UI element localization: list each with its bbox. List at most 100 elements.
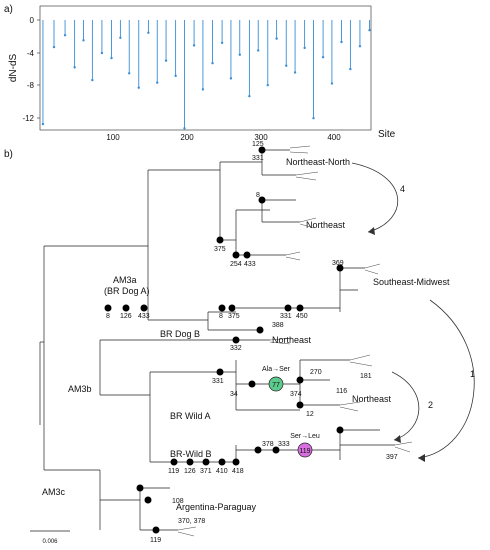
plot-frame [39,5,372,131]
bar-point [128,72,131,75]
site-12: 12 [306,411,314,418]
site-126-a: 126 [120,313,132,320]
y-tick-minus8: -8 [27,81,35,90]
bar-point [293,71,297,74]
clade-argentina-paraguay: Argentina-Paraguay [176,502,257,512]
x-tick-200: 200 [180,133,194,142]
site-388: 388 [272,322,284,329]
bar-point [257,49,260,52]
arrow-4 [351,162,399,233]
site-375-b: 375 [228,313,240,320]
bar-point [248,94,251,98]
site-125: 125 [252,141,264,148]
site-254: 254 [230,261,242,268]
bar-point [82,39,85,42]
curved-arrows [351,162,475,459]
bar-point [266,83,269,87]
bar-point [119,36,122,39]
bar-point [147,31,150,34]
clade-northeast-3: Northeast [352,394,392,404]
site-418: 418 [232,468,244,475]
arrowheads [368,227,425,462]
bar-point [349,67,352,71]
site-8-b: 8 [106,313,110,320]
panel-b-label: b) [4,149,13,160]
arrow-1 [417,299,475,459]
site-labels: 125 331 8 375 254 433 369 8 126 433 8 37… [106,141,398,544]
arrow-4-label: 4 [400,184,405,194]
bar-point [368,28,371,32]
arrow-2-label: 2 [428,400,433,410]
panel-a: a) dN-dS 0 -4 -8 -12 100 200 300 400 Sit… [4,4,396,142]
y-axis-label: dN-dS [8,54,19,83]
y-tick-minus4: -4 [27,49,35,58]
bar-point [285,64,288,67]
site-332: 332 [230,345,242,352]
x-axis-label: Site [378,129,396,140]
site-375-a: 375 [214,246,226,253]
tip-fans [177,145,413,537]
y-tick-minus12: -12 [22,114,34,123]
node-77-label: 77 [272,382,280,389]
clade-br-dog-a: (BR Dog A) [104,286,150,296]
x-tick-100: 100 [106,133,120,142]
site-270: 270 [310,369,322,376]
scale-bar-label: 0.006 [42,539,58,545]
clade-northeast-north: Northeast-North [286,157,350,167]
arrow-2 [391,371,420,441]
site-397: 397 [386,454,398,461]
y-tick-0: 0 [30,16,35,25]
clade-br-dog-b: BR Dog B [160,329,200,339]
site-374: 374 [290,391,302,398]
site-119-a: 119 [168,468,179,475]
site-433-a: 433 [244,261,256,268]
bar-point [183,127,186,130]
y-axis-title: dN-dS [8,54,19,83]
site-331-b: 331 [280,313,292,320]
bar-point [73,66,76,69]
bar-point [201,88,205,91]
site-450: 450 [296,313,308,320]
bar-point [330,82,334,85]
clade-br-wild-a: BR Wild A [170,411,211,421]
clade-southeast-midwest: Southeast-Midwest [373,277,450,287]
site-370-378: 370, 378 [178,518,205,525]
bar-point [110,56,113,60]
y-ticks: 0 -4 -8 -12 [22,16,40,123]
site-8-c: 8 [219,313,223,320]
site-378: 378 [262,441,274,448]
mutation-ala-ser: Ala→Ser [262,366,291,373]
mutation-ser-leu: Ser→Leu [290,433,320,440]
site-181: 181 [360,373,372,380]
site-333: 333 [278,441,290,448]
clade-am3b: AM3b [68,384,92,394]
site-116: 116 [336,388,347,395]
bar-point [41,122,45,126]
site-8-a: 8 [256,192,260,199]
bar-point [192,44,196,47]
clade-northeast-2: Northeast [272,335,312,345]
site-369: 369 [332,260,344,267]
x-tick-400: 400 [327,133,341,142]
x-ticks: 100 200 300 400 [106,133,341,142]
bar-point [137,86,140,89]
clade-am3c: AM3c [42,487,66,497]
x-tick-300: 300 [254,133,268,142]
phylogenetic-tree [39,149,395,531]
clade-am3a: AM3a [113,275,137,285]
bar-point [156,81,159,84]
bar-point [174,74,177,78]
site-126-b: 126 [184,468,196,475]
site-371: 371 [200,468,212,475]
site-331-c: 331 [212,378,224,385]
mutation-nodes [104,146,344,534]
bar-series [41,20,371,130]
node-77-highlight [268,376,284,392]
bar-point [164,59,168,62]
arrow-1-label: 1 [470,369,475,379]
bar-point [303,46,306,50]
site-331-a: 331 [252,155,264,162]
panel-b: b) [4,141,475,545]
bar-point [220,41,224,45]
